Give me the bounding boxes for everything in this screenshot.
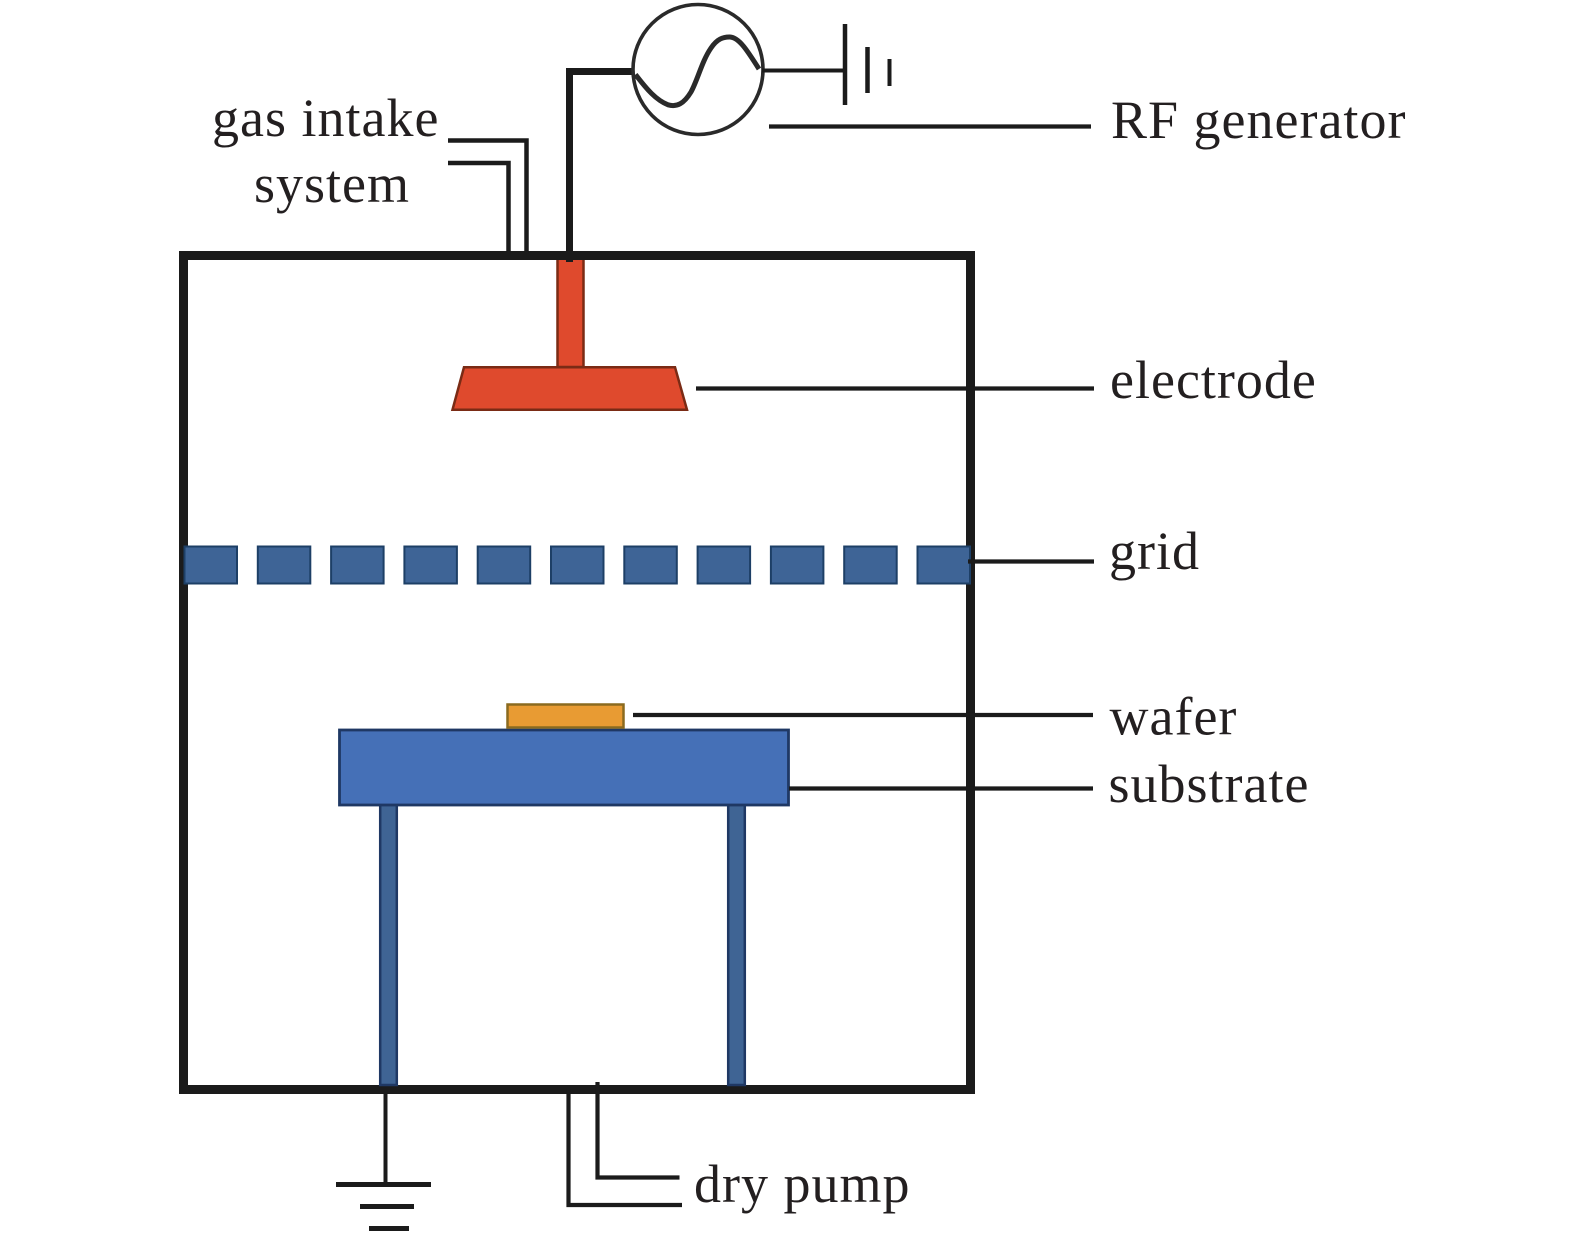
svg-text:gas intake: gas intake xyxy=(212,88,439,148)
svg-text:system: system xyxy=(254,154,410,214)
svg-text:wafer: wafer xyxy=(1110,687,1238,747)
svg-text:grid: grid xyxy=(1109,521,1200,581)
svg-text:electrode: electrode xyxy=(1110,350,1317,410)
svg-text:dry pump: dry pump xyxy=(694,1154,911,1214)
svg-text:RF generator: RF generator xyxy=(1111,90,1406,150)
svg-text:substrate: substrate xyxy=(1109,754,1310,814)
